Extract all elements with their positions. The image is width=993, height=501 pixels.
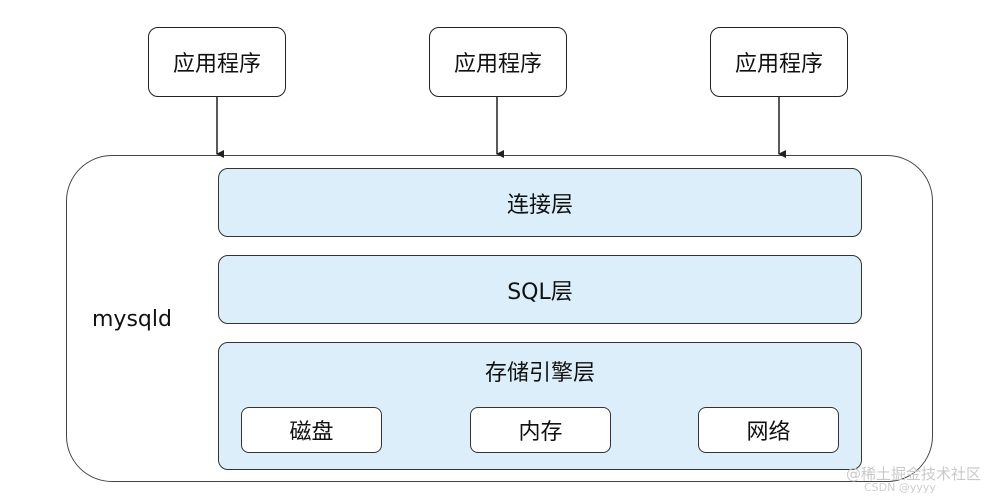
application-box-1: 应用程序 (148, 27, 286, 97)
application-label: 应用程序 (172, 52, 261, 77)
application-label: 应用程序 (734, 52, 823, 77)
disk-label: 磁盘 (289, 420, 334, 445)
watermark-csdn: CSDN @yyyy (864, 481, 936, 494)
application-label: 应用程序 (453, 52, 542, 77)
connection-layer: 连接层 (218, 168, 862, 237)
network-label: 网络 (746, 420, 791, 445)
application-box-3: 应用程序 (710, 27, 848, 97)
watermark-community: @稀土掘金技术社区 (846, 465, 982, 483)
connection-layer-label: 连接层 (506, 192, 573, 218)
application-box-2: 应用程序 (429, 27, 567, 97)
memory-box: 内存 (470, 407, 611, 453)
network-box: 网络 (698, 407, 839, 453)
mysqld-label: mysqld (92, 307, 172, 332)
disk-box: 磁盘 (241, 407, 382, 453)
memory-label: 内存 (518, 420, 563, 445)
sql-layer: SQL层 (218, 255, 862, 324)
storage-engine-layer-label: 存储引擎层 (484, 361, 595, 386)
sql-layer-label: SQL层 (507, 279, 573, 305)
